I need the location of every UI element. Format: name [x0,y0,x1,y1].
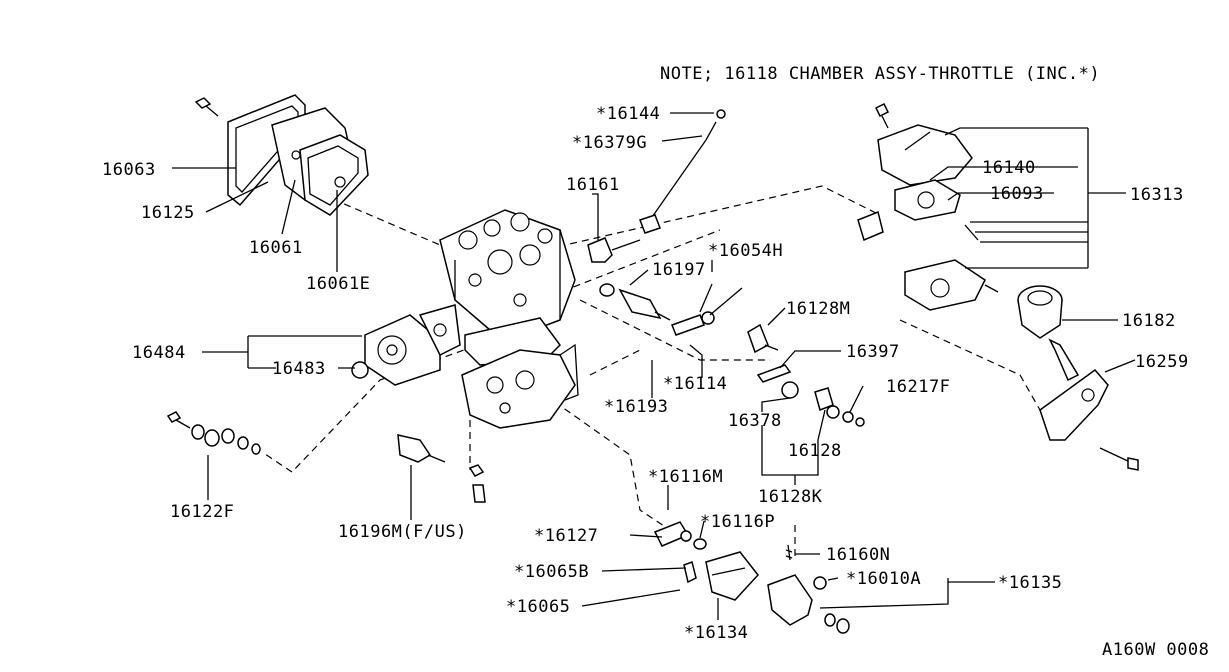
label-16379G: *16379G [572,133,647,153]
label-16134: *16134 [684,623,748,643]
label-16128M: 16128M [786,299,850,319]
assembly-dashed-lines [261,184,1041,560]
label-16161: 16161 [566,175,620,195]
label-16010A: *16010A [846,569,921,589]
washer-stack-drawing [166,411,261,455]
lower-right-linkage-drawing [767,544,850,634]
label-16397: 16397 [846,342,900,362]
diaphragm-drawing [1017,285,1139,471]
screw-drawing-topleft [194,97,219,117]
label-16484: 16484 [132,343,186,363]
label-16116P: *16116P [700,512,775,532]
label-16313: 16313 [1130,185,1184,205]
label-16116M: *16116M [648,467,723,487]
label-16193: *16193 [604,397,668,417]
label-16093: 16093 [990,184,1044,204]
label-16140: 16140 [982,158,1036,178]
label-16128K: 16128K [758,487,823,507]
label-16378: 16378 [728,411,782,431]
label-16061E: 16061E [306,274,370,294]
label-16259: 16259 [1135,352,1189,372]
label-16196M: 16196M(F/US) [338,522,467,542]
label-16127: *16127 [534,526,598,546]
label-16217F: 16217F [886,377,950,397]
label-16160N: 16160N [826,545,890,565]
figure-code: A160W 0008 [1102,640,1209,660]
note-text: NOTE; 16118 CHAMBER ASSY-THROTTLE (INC.*… [660,64,1100,84]
gasket-cover-plate-drawing [227,94,369,216]
label-16144: *16144 [596,104,660,124]
label-16483: 16483 [272,359,326,379]
label-16197: 16197 [652,260,706,280]
jet-drawing [671,311,715,336]
lever-cluster-drawing [747,323,865,427]
label-16122F: 16122F [170,502,234,522]
label-16135: *16135 [998,573,1062,593]
label-16125: 16125 [141,203,195,223]
label-16182: 16182 [1122,311,1176,331]
label-16054H: *16054H [708,241,783,261]
part-labels: *16144 *16379G 16161 *16054H 16197 16063… [102,104,1189,643]
label-16063: 16063 [102,160,156,180]
throttle-body-drawing [461,343,579,429]
leader-lines [172,112,1136,620]
label-16114: *16114 [663,374,727,394]
label-16128: 16128 [788,441,842,461]
solenoid-drawing [397,434,486,503]
label-16065: *16065 [506,597,570,617]
label-16061: 16061 [249,238,303,258]
lower-linkage-drawing [653,521,759,601]
pump-rod-drawing [639,109,726,234]
throttle-chamber-drawing [857,102,999,311]
choke-housing-drawing [351,304,461,386]
bracket-drawing [587,237,641,263]
label-16065B: *16065B [514,562,589,582]
valve-drawing [599,283,671,321]
